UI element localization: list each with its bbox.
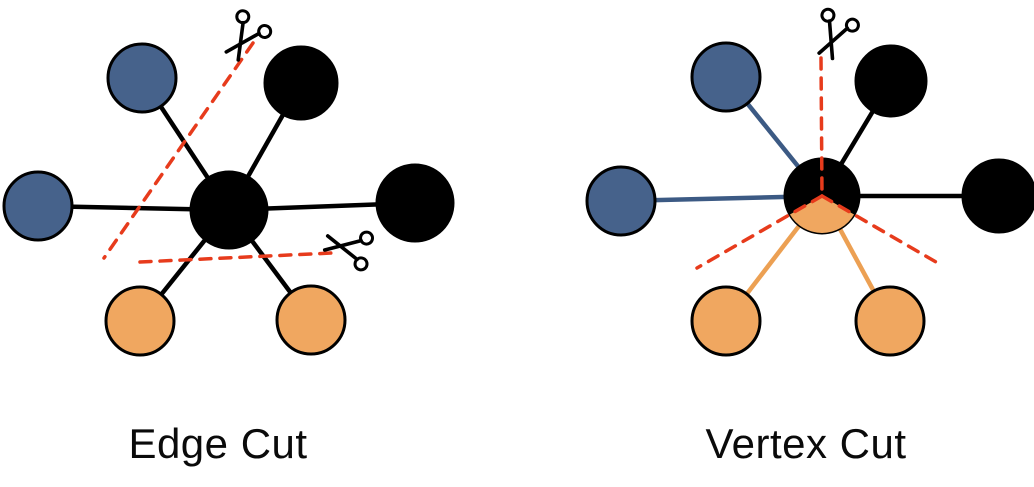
edge-cut-node-center <box>189 170 269 250</box>
vertex-cut-node-bottom-left <box>690 285 762 357</box>
scissors-icon <box>322 230 375 272</box>
vertex-cut-label: Vertex Cut <box>705 420 906 467</box>
edge-cut-node-bottom-right <box>275 284 347 356</box>
vertex-cut-node-bottom-right <box>854 285 926 357</box>
vertex-cut-node-left <box>585 165 657 237</box>
vertex-cut-node-top-left <box>690 41 762 113</box>
edge-cut-label: Edge Cut <box>128 420 307 467</box>
vertex-cut-node-top-right <box>854 44 928 118</box>
vertex-cut-panel <box>585 7 1034 357</box>
cut-dashed-line <box>138 251 334 264</box>
cut-dashed-line <box>820 194 938 264</box>
scissors-icon <box>817 7 860 61</box>
vertex-cut-node-right <box>961 158 1034 234</box>
cut-dashed-line <box>102 41 255 260</box>
scissors-icon <box>224 9 273 62</box>
edge-cut-node-bottom-left <box>104 285 176 357</box>
edge-cut-node-top-left <box>106 42 178 114</box>
cut-dashed-line <box>819 56 824 198</box>
cut-dashed-line <box>695 194 824 270</box>
edge-cut-panel <box>2 9 455 357</box>
edge-cut-node-right <box>375 163 455 243</box>
edge-cut-node-left <box>2 170 74 242</box>
edge-cut-node-top-right <box>263 45 339 121</box>
